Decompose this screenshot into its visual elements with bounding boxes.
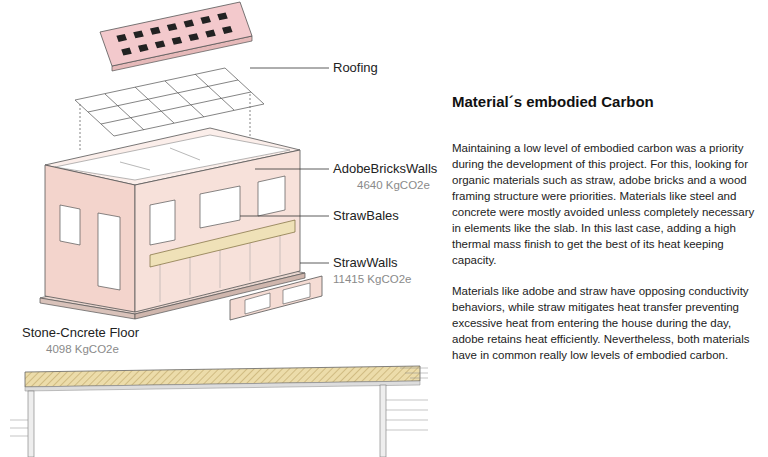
section-detail xyxy=(10,366,428,457)
door xyxy=(98,213,120,290)
leader-line xyxy=(255,169,329,170)
rafter xyxy=(101,92,251,124)
detail-leader xyxy=(10,420,28,421)
detail-leaders xyxy=(10,368,428,436)
wall-section xyxy=(380,385,386,457)
beam xyxy=(105,94,144,130)
roof xyxy=(100,2,252,71)
detail-leader xyxy=(386,410,428,411)
beam xyxy=(75,100,114,136)
window xyxy=(258,176,285,216)
panel-face xyxy=(230,276,322,320)
detail-leader xyxy=(386,430,428,431)
wall-section xyxy=(28,391,34,457)
opening xyxy=(283,283,310,304)
roof-plane xyxy=(100,2,252,66)
part-label: StrawWalls xyxy=(333,255,398,271)
rafter xyxy=(88,80,238,112)
beam xyxy=(225,68,264,104)
post xyxy=(250,94,251,140)
title: Material´s embodied Carbon xyxy=(452,93,654,110)
stud xyxy=(160,260,161,302)
leader-line xyxy=(300,263,329,264)
detail-leader xyxy=(400,368,428,369)
opening xyxy=(245,293,270,314)
stud xyxy=(190,252,191,295)
detail-leader xyxy=(410,378,428,379)
rafter xyxy=(75,68,225,100)
window xyxy=(60,205,80,245)
carbon-value: 4640 KgCO2e xyxy=(357,179,430,193)
detail-leader xyxy=(386,420,428,421)
leader-line xyxy=(240,216,329,217)
detail-leader xyxy=(10,436,28,437)
beam xyxy=(165,81,204,117)
partition xyxy=(170,148,200,160)
leader-lines xyxy=(240,68,329,263)
detail-leader xyxy=(405,373,428,374)
ceiling-layer xyxy=(25,381,420,391)
wall-front xyxy=(45,165,135,312)
straw-bales xyxy=(150,220,295,267)
post xyxy=(80,104,81,150)
detail-leader xyxy=(386,400,428,401)
part-label: AdobeBricksWalls xyxy=(333,161,437,177)
part-label: Roofing xyxy=(333,60,378,76)
straw-wall-panel xyxy=(230,276,322,320)
rafter xyxy=(114,104,264,136)
wall-side xyxy=(135,150,300,312)
partition xyxy=(120,162,150,170)
carbon-value: 4098 KgCO2e xyxy=(46,343,119,357)
part-label: Stone-Cncrete Floor xyxy=(22,325,139,341)
window xyxy=(150,200,175,245)
carbon-value: 11415 KgCO2e xyxy=(333,273,411,287)
beam xyxy=(135,87,174,123)
stud xyxy=(220,245,221,288)
beam xyxy=(195,74,234,110)
window xyxy=(200,186,240,228)
part-label: StrawBales xyxy=(333,208,399,224)
body-paragraph: Maintaining a low level of embodied carb… xyxy=(452,140,757,268)
adobe-walls xyxy=(45,128,300,312)
body-paragraph: Materials like adobe and straw have oppo… xyxy=(452,283,757,363)
detail-leader xyxy=(10,428,28,429)
skylights xyxy=(116,12,232,55)
leader-line xyxy=(250,68,329,69)
stud xyxy=(250,238,251,281)
stud xyxy=(280,231,281,274)
